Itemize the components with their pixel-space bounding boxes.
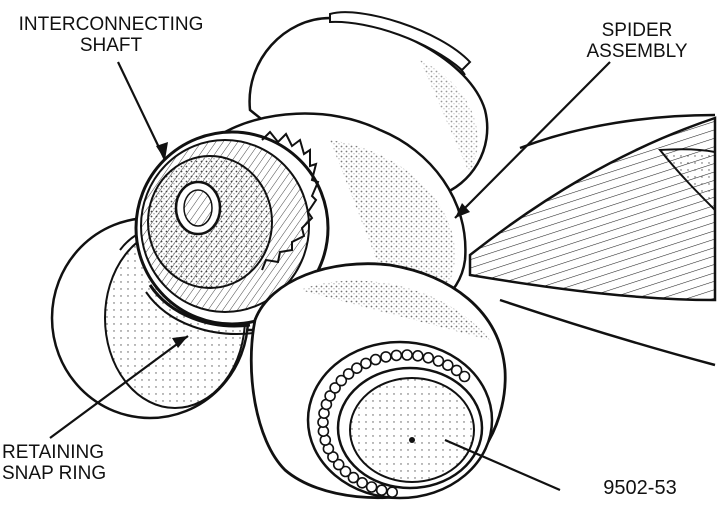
- needle-roller: [390, 349, 403, 362]
- needle-roller: [441, 359, 454, 372]
- label-line: SPIDER: [601, 20, 673, 41]
- arrowhead-shaft: [156, 142, 168, 160]
- interconnecting-shaft: [134, 130, 330, 335]
- needle-roller: [339, 465, 352, 478]
- label-interconnecting-shaft: INTERCONNECTING SHAFT: [6, 14, 216, 56]
- needle-roller: [335, 374, 348, 387]
- needle-roller: [432, 355, 445, 367]
- needle-roller: [380, 351, 392, 363]
- label-line: RETAINING: [2, 442, 105, 463]
- leader-lines: [49, 61, 611, 492]
- leader-cap: [444, 438, 561, 492]
- front-trunnion: [249, 262, 507, 500]
- needle-roller: [324, 390, 336, 402]
- needle-roller: [347, 471, 360, 484]
- arrowhead-ring: [172, 336, 188, 348]
- needle-roller: [369, 353, 382, 366]
- needle-roller: [401, 349, 413, 361]
- needle-roller: [356, 476, 369, 489]
- label-line: ASSEMBLY: [586, 41, 688, 62]
- leader-shaft: [117, 61, 166, 161]
- needle-roller: [365, 481, 378, 493]
- needle-roller: [386, 486, 399, 499]
- figure-code: 9502-53: [603, 477, 677, 499]
- label-line: INTERCONNECTING: [18, 14, 204, 35]
- leader-ring: [49, 335, 189, 439]
- arrowhead-spider: [455, 203, 470, 218]
- needle-roller: [450, 364, 463, 377]
- label-retaining-snap-ring: RETAINING SNAP RING: [2, 442, 130, 484]
- leader-spider: [454, 61, 611, 219]
- needle-roller: [360, 357, 372, 370]
- needle-roller: [350, 362, 363, 375]
- needle-roller: [458, 370, 471, 383]
- label-line: SNAP RING: [2, 463, 107, 484]
- needle-roller: [329, 382, 341, 394]
- needle-roller: [342, 368, 355, 380]
- needle-bearings: [317, 349, 471, 499]
- needle-roller: [411, 349, 424, 362]
- housing: [468, 113, 717, 367]
- needle-roller: [375, 484, 388, 497]
- needle-roller: [422, 351, 435, 364]
- label-spider-assembly: SPIDER ASSEMBLY: [562, 20, 712, 62]
- needle-roller: [332, 458, 345, 471]
- label-line: SHAFT: [79, 35, 143, 56]
